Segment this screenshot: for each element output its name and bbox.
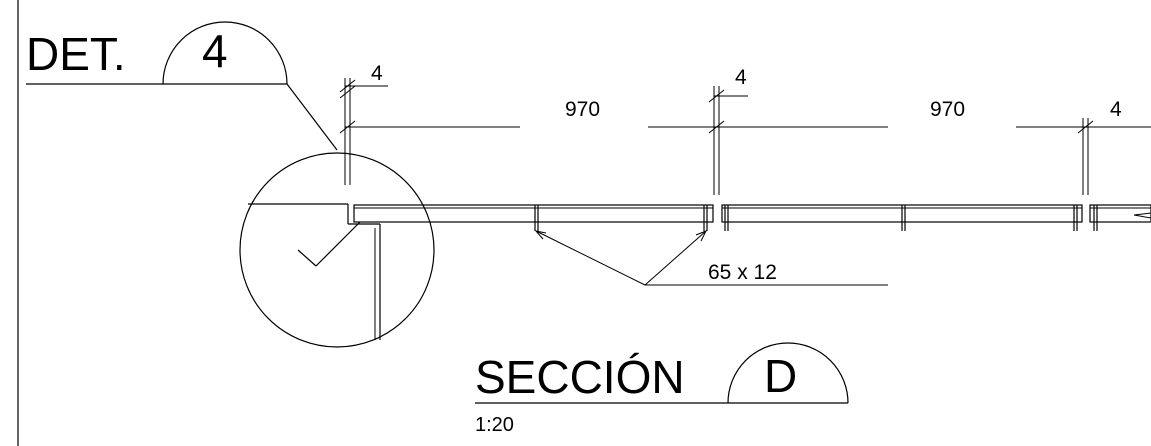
weld-mark [297, 249, 317, 267]
profile-size-label: 65 x 12 [708, 261, 777, 284]
panel-1 [353, 204, 714, 223]
detail-circle [239, 152, 435, 348]
dim-span-1: 970 [565, 98, 600, 121]
section-bubble [727, 342, 849, 404]
detail-number: 4 [202, 25, 228, 77]
dim-right-gap: 4 [1110, 98, 1122, 121]
detail-callout: DET. 4 [26, 21, 338, 151]
dim-middle-gap: 4 [735, 66, 747, 89]
panel-3 [1089, 204, 1151, 223]
section-profile [353, 204, 1151, 231]
detail-leader [286, 83, 338, 151]
section-scale: 1:20 [475, 414, 514, 436]
profile-leader [534, 230, 888, 286]
dimension-lines [339, 78, 1151, 195]
section-letter: D [764, 350, 797, 402]
detail-bubble [162, 21, 288, 85]
detail-prefix: DET. [26, 28, 126, 80]
dim-span-2: 970 [930, 98, 965, 121]
section-callout: SECCIÓN D 1:20 [475, 342, 849, 436]
section-label: SECCIÓN [475, 351, 685, 403]
dim-left-gap: 4 [371, 62, 383, 85]
